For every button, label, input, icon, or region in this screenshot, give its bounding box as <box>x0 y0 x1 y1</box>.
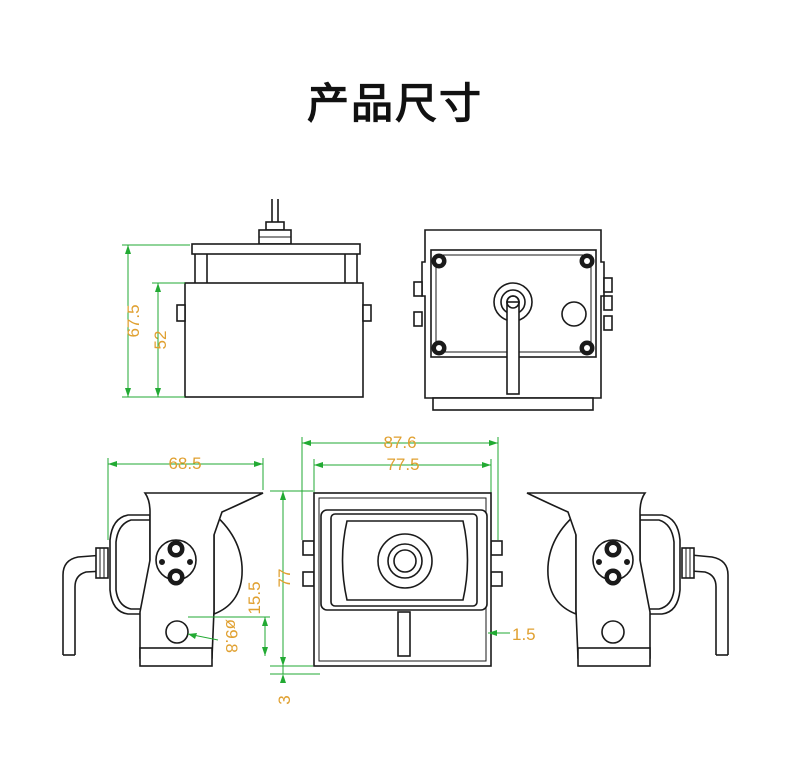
dim-77: 77 <box>275 569 294 588</box>
right-side-view <box>526 492 729 667</box>
dim-3: 3 <box>275 695 294 704</box>
dim-77-5: 77.5 <box>386 455 419 474</box>
dim-68-5: 68.5 <box>168 454 201 473</box>
rear-view <box>413 229 613 411</box>
dim-hole-diameter: ø9.8 <box>222 619 241 653</box>
left-side-view: 68.5 ø9.8 15.5 77 3 <box>62 454 320 705</box>
page-title: 产品尺寸 <box>306 79 483 128</box>
dim-87-6: 87.6 <box>383 433 416 452</box>
dim-52: 52 <box>151 331 170 350</box>
front-view: 87.6 77.5 1.5 <box>301 433 536 667</box>
dim-67-5: 67.5 <box>124 304 143 337</box>
dim-15-5: 15.5 <box>245 581 264 614</box>
dim-1-5: 1.5 <box>512 625 536 644</box>
top-view: 67.5 52 <box>122 199 372 398</box>
